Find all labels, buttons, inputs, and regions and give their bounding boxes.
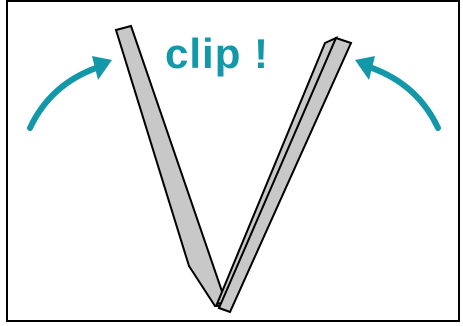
clip-caption: clip ! (165, 30, 269, 78)
right-strip-front (219, 38, 351, 312)
curved-arrow-up-left-icon (355, 56, 438, 128)
curved-arrow-up-right-icon (30, 56, 112, 128)
